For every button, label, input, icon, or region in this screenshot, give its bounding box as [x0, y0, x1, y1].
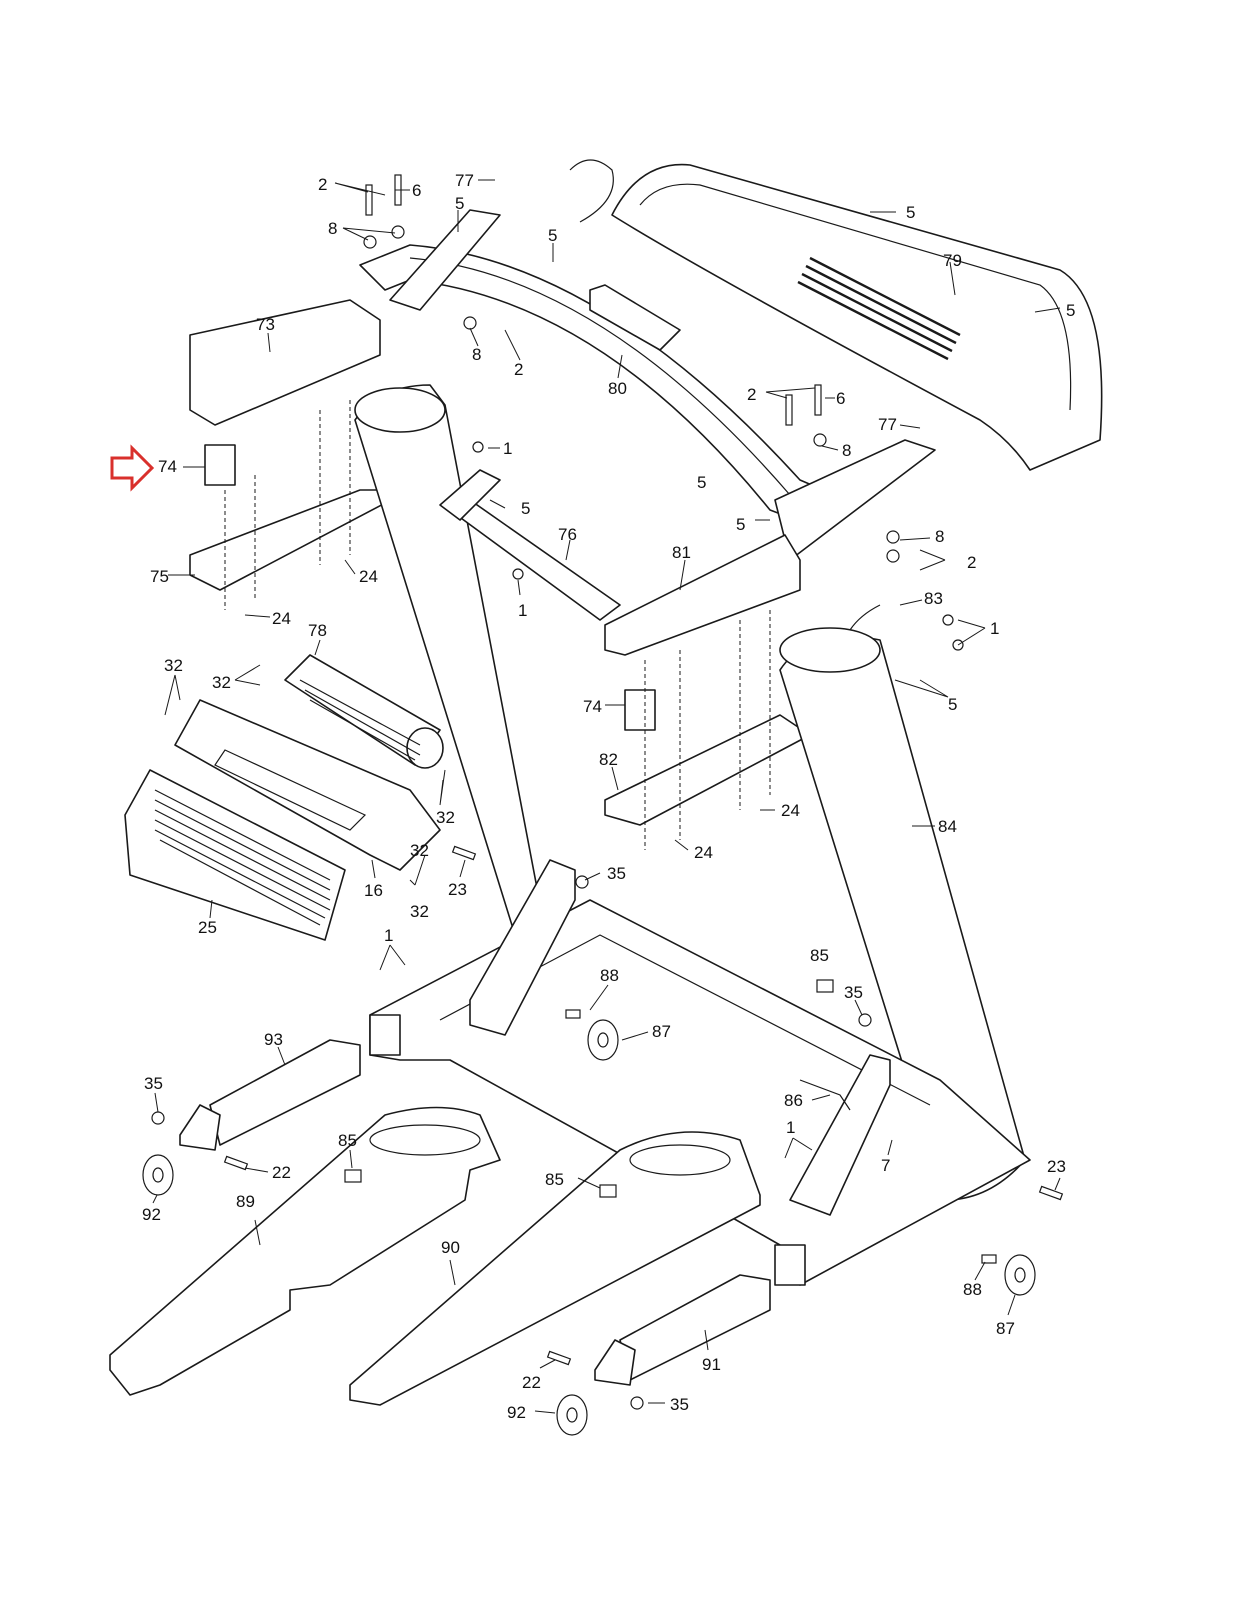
callout-92: 92	[142, 1205, 161, 1224]
callout-88: 88	[963, 1280, 982, 1299]
crossbar-tube	[439, 469, 621, 621]
callout-8: 8	[472, 345, 481, 364]
callout-1: 1	[990, 619, 999, 638]
callout-32: 32	[436, 808, 455, 827]
callout-84: 84	[938, 817, 957, 836]
callout-77: 77	[878, 415, 897, 434]
callout-78: 78	[308, 621, 327, 640]
callout-5: 5	[736, 515, 745, 534]
callout-5: 5	[1066, 301, 1075, 320]
right-upright-tube	[779, 627, 1026, 1201]
callout-2: 2	[514, 360, 523, 379]
callout-2: 2	[318, 175, 327, 194]
callout-89: 89	[236, 1192, 255, 1211]
callout-32: 32	[212, 673, 231, 692]
callout-24: 24	[781, 801, 800, 820]
callout-22: 22	[272, 1163, 291, 1182]
callout-25: 25	[198, 918, 217, 937]
left-foot-extension	[179, 1039, 361, 1151]
right-foot-extension	[594, 1274, 771, 1386]
callout-35: 35	[670, 1395, 689, 1414]
callout-86: 86	[784, 1091, 803, 1110]
callout-35: 35	[144, 1074, 163, 1093]
callout-8: 8	[842, 441, 851, 460]
right-incline-bracket	[789, 1054, 891, 1216]
callout-77: 77	[455, 171, 474, 190]
callout-74: 74	[158, 457, 177, 476]
leader-lines	[152, 179, 1061, 1414]
callout-83: 83	[924, 589, 943, 608]
callout-6: 6	[836, 389, 845, 408]
callout-2: 2	[747, 385, 756, 404]
callout-80: 80	[608, 379, 627, 398]
callout-5: 5	[948, 695, 957, 714]
fan-assembly	[284, 654, 444, 769]
console-housing	[569, 159, 1103, 471]
front-grille	[124, 769, 346, 941]
left-upright-tube	[354, 384, 546, 936]
wheel-87-lower	[1004, 1254, 1036, 1296]
callout-93: 93	[264, 1030, 283, 1049]
callout-22: 22	[522, 1373, 541, 1392]
wheel-87-upper	[587, 1019, 619, 1061]
left-side-rail	[109, 1106, 501, 1396]
callout-5: 5	[521, 499, 530, 518]
callout-87: 87	[996, 1319, 1015, 1338]
callout-73: 73	[256, 315, 275, 334]
callout-35: 35	[844, 983, 863, 1002]
callout-24: 24	[359, 567, 378, 586]
left-upright	[189, 209, 501, 610]
callout-75: 75	[150, 567, 169, 586]
highlight-arrow-icon	[110, 444, 155, 492]
callout-32: 32	[410, 902, 429, 921]
callout-24: 24	[694, 843, 713, 862]
callout-16: 16	[364, 881, 383, 900]
callout-5: 5	[697, 473, 706, 492]
callout-82: 82	[599, 750, 618, 769]
callout-32: 32	[410, 841, 429, 860]
callout-24: 24	[272, 609, 291, 628]
callout-5: 5	[906, 203, 915, 222]
callout-1: 1	[503, 439, 512, 458]
callout-23: 23	[1047, 1157, 1066, 1176]
callout-90: 90	[441, 1238, 460, 1257]
callout-76: 76	[558, 525, 577, 544]
callout-79: 79	[943, 251, 962, 270]
callout-1: 1	[518, 601, 527, 620]
right-upright	[604, 439, 936, 850]
wheel-92-right	[556, 1394, 588, 1436]
base-frame	[369, 899, 1031, 1286]
callout-5: 5	[548, 226, 557, 245]
callout-35: 35	[607, 864, 626, 883]
callout-2: 2	[967, 553, 976, 572]
callout-91: 91	[702, 1355, 721, 1374]
callout-81: 81	[672, 543, 691, 562]
callout-87: 87	[652, 1022, 671, 1041]
callout-74: 74	[583, 697, 602, 716]
callout-6: 6	[412, 181, 421, 200]
callout-85: 85	[810, 946, 829, 965]
callout-8: 8	[935, 527, 944, 546]
callout-23: 23	[448, 880, 467, 899]
callout-1: 1	[384, 926, 393, 945]
callout-85: 85	[545, 1170, 564, 1189]
hardware-fasteners	[151, 174, 1064, 1410]
callout-7: 7	[881, 1156, 890, 1175]
console-vent-slots	[797, 256, 961, 361]
callout-32: 32	[164, 656, 183, 675]
callout-5: 5	[455, 194, 464, 213]
callout-8: 8	[328, 219, 337, 238]
right-side-rail	[349, 1131, 761, 1406]
left-incline-bracket	[469, 859, 576, 1036]
wheel-92-left	[142, 1154, 174, 1196]
callout-92: 92	[507, 1403, 526, 1422]
display-housing	[174, 699, 441, 871]
callout-85: 85	[338, 1131, 357, 1150]
callout-1: 1	[786, 1118, 795, 1137]
callout-88: 88	[600, 966, 619, 985]
